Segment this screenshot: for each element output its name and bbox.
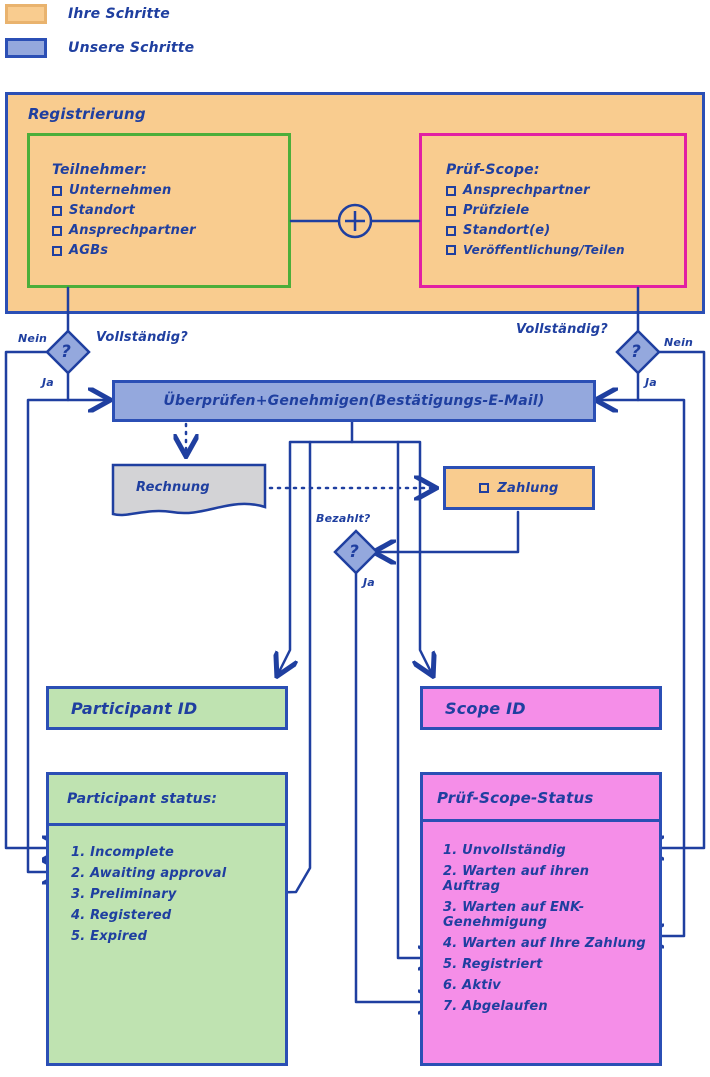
checkbox-icon xyxy=(446,245,456,255)
right-yes-arrow xyxy=(598,370,640,400)
scope-heading: Prüf-Scope: xyxy=(446,162,540,178)
participant-fields-box: Teilnehmer: Unternehmen Standort Ansprec… xyxy=(27,133,291,288)
participant-item[interactable]: Ansprechpartner xyxy=(52,223,288,238)
scope-fields-box: Prüf-Scope: Ansprechpartner Prüfziele St… xyxy=(419,133,687,288)
review-approve-label: Überprüfen+Genehmigen(Bestätigungs-E-Mai… xyxy=(163,393,545,409)
review-to-participant-id xyxy=(278,418,354,674)
right-yes-status-arrow xyxy=(636,398,686,936)
participant-status-item: 4. Registered xyxy=(71,908,172,923)
legend-label-ihre-schritte: Ihre Schritte xyxy=(68,6,170,22)
scope-status-item: 6. Aktiv xyxy=(443,978,501,993)
paid-yes-arrow xyxy=(354,570,438,1002)
registration-title: Registrierung xyxy=(28,105,146,123)
review-approve-box: Überprüfen+Genehmigen(Bestätigungs-E-Mai… xyxy=(112,380,596,422)
scope-id-label: Scope ID xyxy=(445,698,526,718)
invoice-label: Rechnung xyxy=(136,480,210,495)
participant-status-item: 3. Preliminary xyxy=(71,887,177,902)
checkbox-icon xyxy=(52,205,62,216)
checkbox-icon xyxy=(446,205,456,216)
scope-status-item: 4. Warten auf Ihre Zahlung xyxy=(443,936,646,951)
scope-item[interactable]: Prüfziele xyxy=(446,203,684,218)
left-yes-status-arrow xyxy=(26,398,70,872)
decision-left-diamond-icon xyxy=(45,329,91,375)
decision-left-symbol: ? xyxy=(61,342,72,362)
decision-left-no-label: Nein xyxy=(18,332,48,345)
scope-status-item: 2. Warten auf ihren Auftrag xyxy=(443,864,590,894)
checkbox-icon xyxy=(446,225,456,236)
decision-right-question: Vollständig? xyxy=(516,322,608,337)
participant-status-box: Participant status: 1. Incomplete 2. Awa… xyxy=(46,772,288,1066)
participant-item-label: Unternehmen xyxy=(69,183,172,198)
decision-right-diamond-icon xyxy=(615,329,661,375)
decision-paid-yes-label: Ja xyxy=(363,576,375,589)
right-no-arrow xyxy=(644,350,706,848)
invoice-document-icon xyxy=(111,463,267,517)
decision-paid-symbol: ? xyxy=(349,542,360,562)
checkbox-icon xyxy=(52,245,62,256)
decision-left-question: Vollständig? xyxy=(96,330,188,345)
payment-label: Zahlung xyxy=(497,480,559,496)
scope-status-item: 7. Abgelaufen xyxy=(443,999,548,1014)
scope-id-box: Scope ID xyxy=(420,686,662,730)
scope-item-label: Prüfziele xyxy=(463,203,530,218)
decision-paid-question: Bezahlt? xyxy=(316,512,371,525)
scope-status-title: Prüf-Scope-Status xyxy=(437,789,594,807)
scope-item[interactable]: Veröffentlichung/Teilen xyxy=(446,243,684,257)
scope-item[interactable]: Ansprechpartner xyxy=(446,183,684,198)
participant-status-item: 1. Incomplete xyxy=(71,845,174,860)
participant-item-label: AGBs xyxy=(69,243,109,258)
decision-paid-diamond-icon xyxy=(333,529,379,575)
scope-status-item: 3. Warten auf ENK-Genehmigung xyxy=(443,900,585,930)
scope-item-label: Ansprechpartner xyxy=(463,183,590,198)
participant-item[interactable]: Standort xyxy=(52,203,288,218)
scope-item[interactable]: Standort(e) xyxy=(446,223,684,238)
participant-status-item: 5. Expired xyxy=(71,929,148,944)
checkbox-icon xyxy=(52,225,62,236)
payment-box: Zahlung xyxy=(443,466,595,510)
participant-status-item: 2. Awaiting approval xyxy=(71,866,227,881)
scope-item-label: Standort(e) xyxy=(463,223,551,238)
participant-id-label: Participant ID xyxy=(71,698,198,718)
scope-status-item: 1. Unvollständig xyxy=(443,843,566,858)
scope-item-label: Veröffentlichung/Teilen xyxy=(463,243,625,257)
checkbox-icon xyxy=(446,185,456,196)
legend-swatch-orange xyxy=(5,4,47,24)
decision-left-yes-label: Ja xyxy=(42,376,54,389)
left-yes-arrow xyxy=(66,370,108,400)
decision-right-yes-label: Ja xyxy=(645,376,657,389)
decision-right-symbol: ? xyxy=(631,342,642,362)
participant-item-label: Ansprechpartner xyxy=(69,223,196,238)
participant-item[interactable]: AGBs xyxy=(52,243,288,258)
review-to-scope-id xyxy=(350,440,432,674)
checkbox-icon xyxy=(52,185,62,196)
left-no-arrow xyxy=(4,350,62,848)
scope-status-item: 5. Registriert xyxy=(443,957,543,972)
participant-item[interactable]: Unternehmen xyxy=(52,183,288,198)
participant-id-box: Participant ID xyxy=(46,686,288,730)
payment-to-paid-decision xyxy=(376,510,520,552)
scope-status-box: Prüf-Scope-Status 1. Unvollständig 2. Wa… xyxy=(420,772,662,1066)
legend-label-unsere-schritte: Unsere Schritte xyxy=(68,40,195,56)
plus-circle-icon xyxy=(337,203,373,239)
decision-right-no-label: Nein xyxy=(664,336,694,349)
legend-swatch-blue xyxy=(5,38,47,58)
participant-item-label: Standort xyxy=(69,203,136,218)
participant-status-title: Participant status: xyxy=(67,791,218,807)
checkbox-icon[interactable] xyxy=(479,483,490,493)
participant-heading: Teilnehmer: xyxy=(52,162,148,178)
